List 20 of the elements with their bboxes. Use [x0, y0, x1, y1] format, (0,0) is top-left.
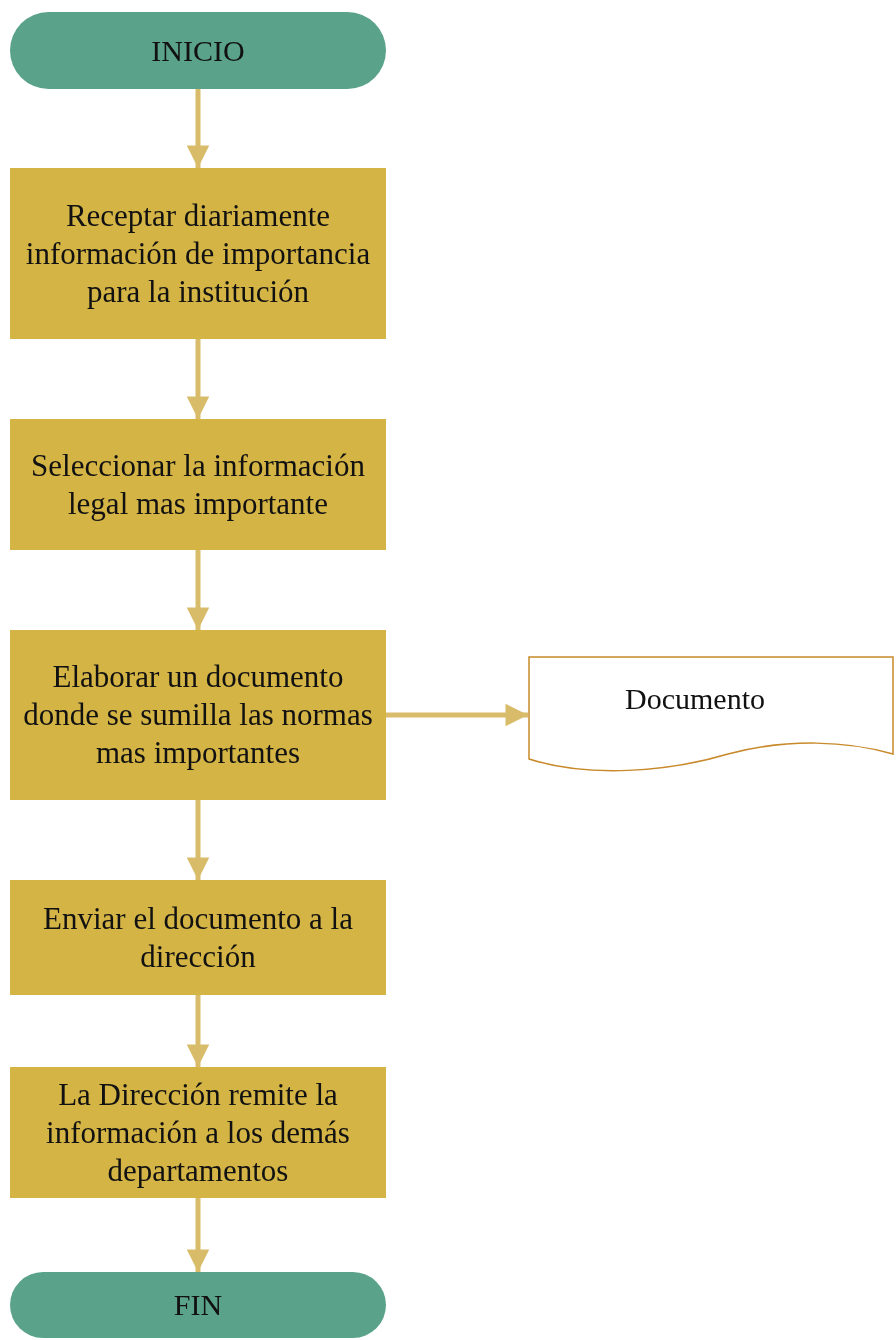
arrow — [186, 339, 210, 419]
process-text: La Dirección remite la información a los demás departamentos — [45, 1075, 351, 1190]
arrow — [186, 800, 210, 880]
process-box — [10, 880, 386, 995]
process-box — [10, 419, 386, 550]
terminal-label: INICIO — [151, 32, 245, 69]
process-box — [10, 168, 386, 339]
arrow — [186, 550, 210, 630]
terminal-label: FIN — [173, 1287, 223, 1323]
process-text: Elaborar un documento donde se sumilla las normas mas importantes — [22, 658, 374, 772]
arrow — [186, 1198, 210, 1272]
document-label: Documento — [625, 681, 765, 717]
process-text: Receptar diariamente información de importancia para la institución — [24, 196, 372, 311]
arrow — [186, 995, 210, 1067]
arrow — [386, 703, 528, 727]
process-text: Seleccionar la información legal mas importante — [30, 446, 366, 523]
arrow — [186, 89, 210, 168]
process-box — [10, 630, 386, 800]
process-text: Enviar el documento a la dirección — [42, 899, 354, 976]
process-box — [10, 1067, 386, 1198]
